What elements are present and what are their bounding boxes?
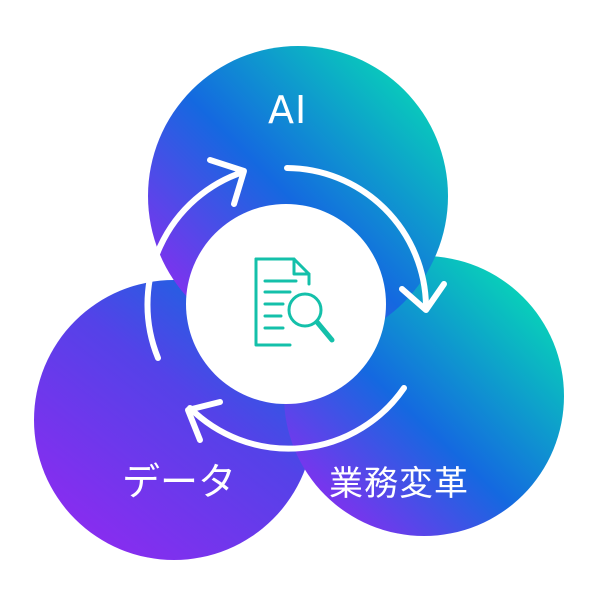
label-ai: AI — [268, 88, 308, 132]
circular-arrows-icon — [144, 157, 447, 452]
arrowhead-bottom — [185, 399, 223, 443]
arrow-arc-right — [284, 165, 429, 309]
label-data: データ — [122, 460, 237, 504]
document-search-icon — [254, 257, 335, 347]
arrowhead-left — [207, 157, 247, 207]
label-business-transformation: 業務変革 — [329, 464, 469, 504]
arrowhead-right — [399, 281, 447, 313]
center-disc — [186, 204, 386, 404]
arrow-arc-left — [144, 169, 246, 361]
arrow-arc-bottom — [187, 385, 407, 452]
